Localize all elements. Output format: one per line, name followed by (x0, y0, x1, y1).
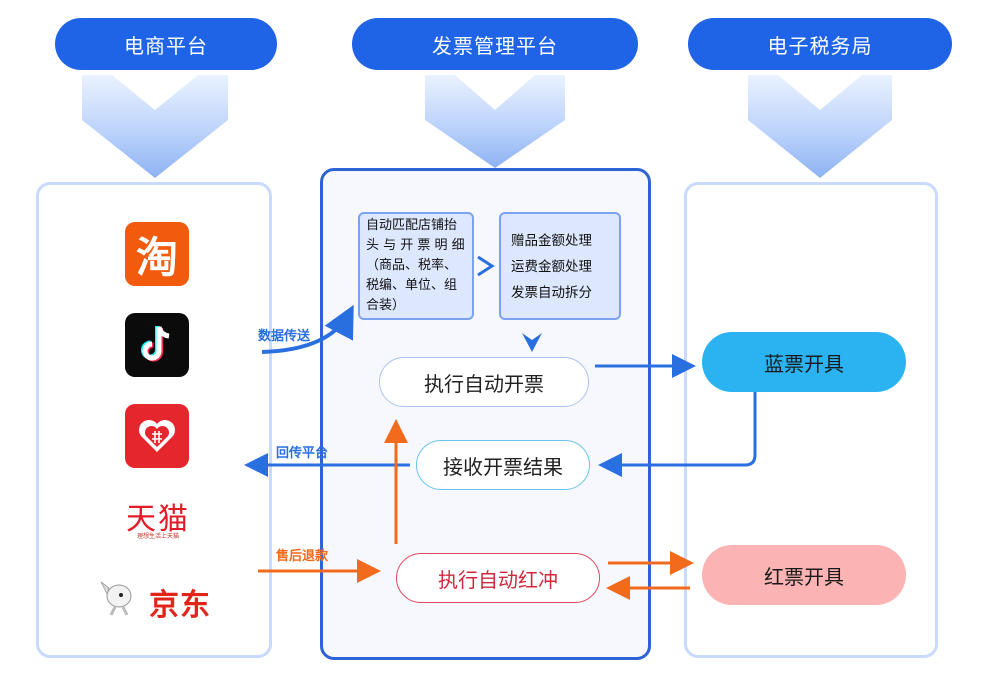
pinduoduo-logo (125, 404, 189, 468)
auto-issue-node: 执行自动开票 (379, 357, 589, 407)
tmall-tagline: 理想生活上天猫 (136, 533, 179, 540)
chevron-down-icon-ecommerce (82, 75, 228, 178)
taobao-logo: 淘 (125, 222, 189, 286)
process-line: 赠品金额处理 (511, 233, 592, 249)
chevron-down-icon-invoice (425, 75, 565, 168)
header-ecommerce: 电商平台 (55, 18, 277, 70)
header-invoice-platform: 发票管理平台 (352, 18, 638, 70)
douyin-note-icon (141, 326, 170, 362)
blue-to-receive-arrow (598, 392, 757, 477)
match-line: 自动匹配店铺抬 (366, 218, 458, 233)
tmall-logo: 天猫 (126, 502, 190, 537)
pinduoduo-heart-icon (139, 420, 175, 452)
red-invoice-node: 红票开具 (702, 545, 906, 605)
taobao-glyph: 淘 (135, 232, 178, 282)
match-line: 税编、单位、组 (366, 278, 458, 293)
blue-invoice-node: 蓝票开具 (702, 332, 906, 392)
douyin-logo (125, 313, 189, 377)
chevron-right-icon (477, 255, 495, 277)
arrow-down-to-issue (522, 333, 542, 352)
process-line: 运费金额处理 (511, 259, 592, 275)
data-transfer-arrow (261, 304, 354, 354)
return-platform-label: 回传平台 (276, 446, 329, 461)
auto-red-node: 执行自动红冲 (396, 553, 600, 603)
jd-dog-icon (100, 581, 132, 616)
header-tax-bureau: 电子税务局 (688, 18, 952, 70)
jd-logo: 京东 (97, 578, 227, 623)
data-transfer-label: 数据传送 (258, 329, 311, 344)
match-line: 合装） (366, 298, 406, 313)
after-sale-refund-label: 售后退款 (276, 549, 329, 564)
amount-processing-box: 赠品金额处理 运费金额处理 发票自动拆分 (499, 212, 621, 320)
match-line: （商品、税率、 (366, 258, 458, 273)
process-line: 发票自动拆分 (511, 285, 592, 301)
match-line: 头 与 开 票 明 细 (366, 238, 465, 253)
match-details-box: 自动匹配店铺抬 头 与 开 票 明 细 （商品、税率、 税编、单位、组 合装） (358, 212, 474, 320)
jd-name: 京东 (149, 588, 211, 623)
chevron-down-icon-tax (748, 75, 892, 178)
receive-result-node: 接收开票结果 (416, 440, 590, 490)
